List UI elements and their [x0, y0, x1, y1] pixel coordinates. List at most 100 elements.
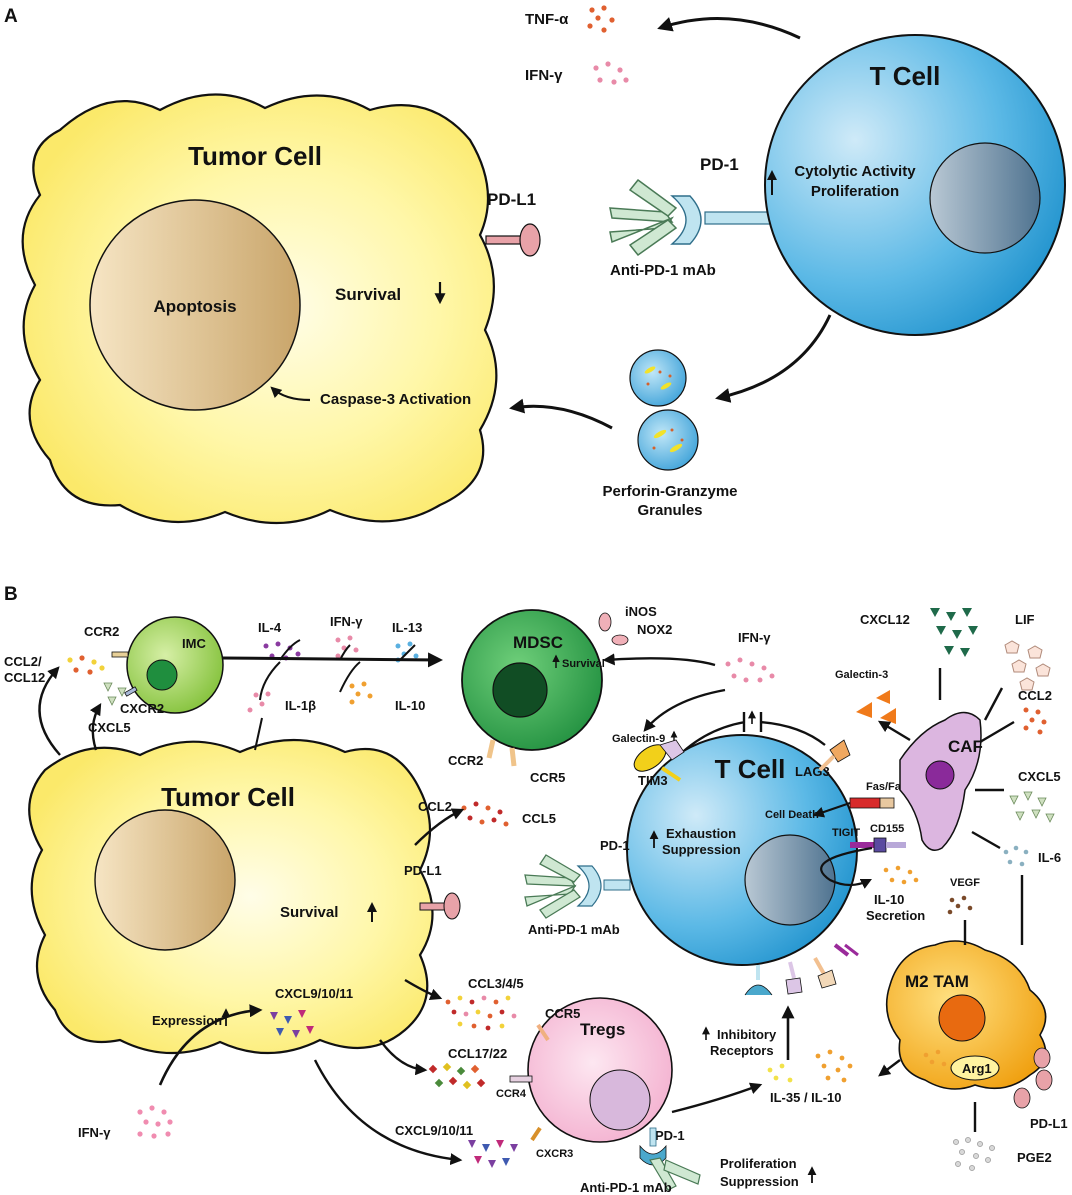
- ccl1722-squares: [428, 1062, 486, 1090]
- ifn-bottom-label: IFN-γ: [78, 1125, 111, 1140]
- il10-sec-label-2: Secretion: [866, 908, 925, 923]
- tim3-label: TIM3: [638, 773, 668, 788]
- tcell-to-cytokine-arrow: [657, 17, 801, 40]
- inhibition-bar-right: [759, 712, 826, 746]
- cxcl9-out-label: CXCL9/10/11: [395, 1123, 473, 1138]
- tregs-to-il35-arrow: [671, 1082, 763, 1114]
- pd-l1-label-b: PD-L1: [404, 863, 442, 878]
- vegf-dots: [947, 895, 973, 915]
- anti-pd1-antibody-treg: [649, 1157, 701, 1191]
- apoptosis-label: Apoptosis: [153, 297, 236, 316]
- tigit-cd155-receptor: [850, 837, 906, 853]
- m2-tam-label: M2 TAM: [905, 972, 969, 991]
- ccr5-mdsc-label: CCR5: [530, 770, 565, 785]
- anti-pd1-antibody-t: [524, 854, 581, 919]
- caf-nucleus: [925, 760, 955, 790]
- caspase-arrow: [270, 386, 311, 402]
- ccl2-ccl5-dots: [461, 801, 509, 827]
- imc-label: IMC: [182, 636, 206, 651]
- pd-l1-receptor-a: [485, 223, 541, 257]
- tumor-cell-title-b: Tumor Cell: [161, 782, 295, 812]
- ifn-top-label: IFN-γ: [330, 614, 363, 629]
- survival-label-b: Survival: [280, 904, 338, 921]
- tumor-to-il1b-line: [254, 717, 263, 751]
- cxcl9-in-label: CXCL9/10/11: [275, 986, 353, 1001]
- inos-receptor: [598, 612, 612, 632]
- cd155-label: CD155: [870, 823, 904, 835]
- cxcr2-label: CXCR2: [120, 701, 164, 716]
- cxcr3-label: CXCR3: [536, 1148, 573, 1160]
- pd-1-label-a: PD-1: [700, 155, 739, 174]
- ifn-label-a: IFN-γ: [525, 67, 563, 84]
- arg1-label: Arg1: [962, 1061, 992, 1076]
- tigit-label: TIGIT: [832, 827, 860, 839]
- tim3-galectin-receptor: [659, 739, 685, 761]
- cytolytic-label: Cytolytic Activity: [794, 163, 916, 180]
- tregs-nucleus: [589, 1069, 651, 1131]
- ccr4-label: CCR4: [496, 1088, 527, 1100]
- pd-l1-receptor-tam: [1013, 1047, 1053, 1109]
- granule-to-tumor-arrow: [509, 398, 613, 430]
- ccl2-ccl12-label-1: CCL2/: [4, 654, 42, 669]
- tcell-to-mdsc-arrow: [643, 688, 726, 732]
- proliferation-label: Proliferation: [811, 183, 899, 200]
- tam-inner-dots: [923, 1049, 947, 1067]
- pd-l1-label-a: PD-L1: [487, 190, 536, 209]
- expression-label: Expression: [152, 1013, 222, 1028]
- tam-arrows: [880, 875, 1024, 1132]
- galectin9-label: Galectin-9: [612, 733, 665, 745]
- il6-label: IL-6: [1038, 850, 1061, 865]
- ccl2-caf-dots: [1023, 707, 1047, 735]
- il1b-dots: [247, 691, 271, 713]
- tumor-to-cxcl9-arrow: [313, 1059, 463, 1166]
- imc-nucleus: [146, 659, 178, 691]
- pd-1-receptor-a: [670, 195, 776, 245]
- ccl1722-label: CCL17/22: [448, 1046, 507, 1061]
- pd1-treg-label: PD-1: [655, 1128, 685, 1143]
- cxcl5-left-label: CXCL5: [88, 720, 131, 735]
- ccr2-mdsc-label: CCR2: [448, 753, 483, 768]
- ccr2-imc-label: CCR2: [84, 624, 119, 639]
- panel-b-label: B: [4, 584, 18, 605]
- granules-label-1: Perforin-Granzyme: [602, 483, 737, 500]
- il4-label: IL-4: [258, 620, 282, 635]
- t-cell-title-a: T Cell: [870, 61, 941, 91]
- ccr2-imc-receptor: [111, 651, 129, 658]
- exhaustion-label: Exhaustion: [666, 826, 736, 841]
- panel-a: A Tumor Cell Apoptosis Survival Caspase-…: [4, 5, 1066, 525]
- granule-1: [629, 349, 687, 407]
- inhib-label-2: Receptors: [710, 1043, 774, 1058]
- pd1-t-label: PD-1: [600, 838, 630, 853]
- arg1-oval: [950, 1055, 1000, 1081]
- ccr4-receptor: [509, 1075, 533, 1083]
- tumor-to-ccl1722-arrow: [379, 1039, 428, 1076]
- il10-top-label: IL-10: [395, 698, 425, 713]
- tcell-to-granule-arrow: [715, 314, 832, 403]
- ccr2-mdsc-receptor: [486, 739, 496, 759]
- ccl2-ccl12-dots: [67, 655, 105, 675]
- cxcl5-caf-label: CXCL5: [1018, 769, 1061, 784]
- galectin3-label: Galectin-3: [835, 669, 888, 681]
- il6-dots: [1003, 845, 1029, 867]
- cxcr3-receptor: [530, 1126, 542, 1142]
- anti-pd1-label-a: Anti-PD-1 mAb: [610, 262, 716, 279]
- galectin3-triangles: [856, 690, 896, 724]
- cxcl9-triangles-in: [270, 1010, 314, 1038]
- ccl2-caf-label: CCL2: [1018, 688, 1052, 703]
- tregs-label: Tregs: [580, 1020, 625, 1039]
- cxcl9-out-triangles: [468, 1140, 518, 1168]
- caspase-label: Caspase-3 Activation: [320, 391, 471, 408]
- vegf-label: VEGF: [950, 877, 980, 889]
- pd-l1-tam-label: PD-L1: [1030, 1116, 1068, 1131]
- fas-receptor: [849, 797, 895, 809]
- t-cell-nucleus-a: [929, 142, 1041, 254]
- ccr5-treg-label: CCR5: [545, 1006, 580, 1021]
- tcell-bottom-receptors: [744, 943, 859, 996]
- ccl2-label: CCL2: [418, 799, 452, 814]
- pge2-dots: [953, 1137, 995, 1171]
- il35-label: IL-35 / IL-10: [770, 1090, 842, 1105]
- cxcl12-label: CXCL12: [860, 612, 910, 627]
- ccl2-ccl12-label-2: CCL12: [4, 670, 45, 685]
- tumor-nucleus-b: [94, 809, 236, 951]
